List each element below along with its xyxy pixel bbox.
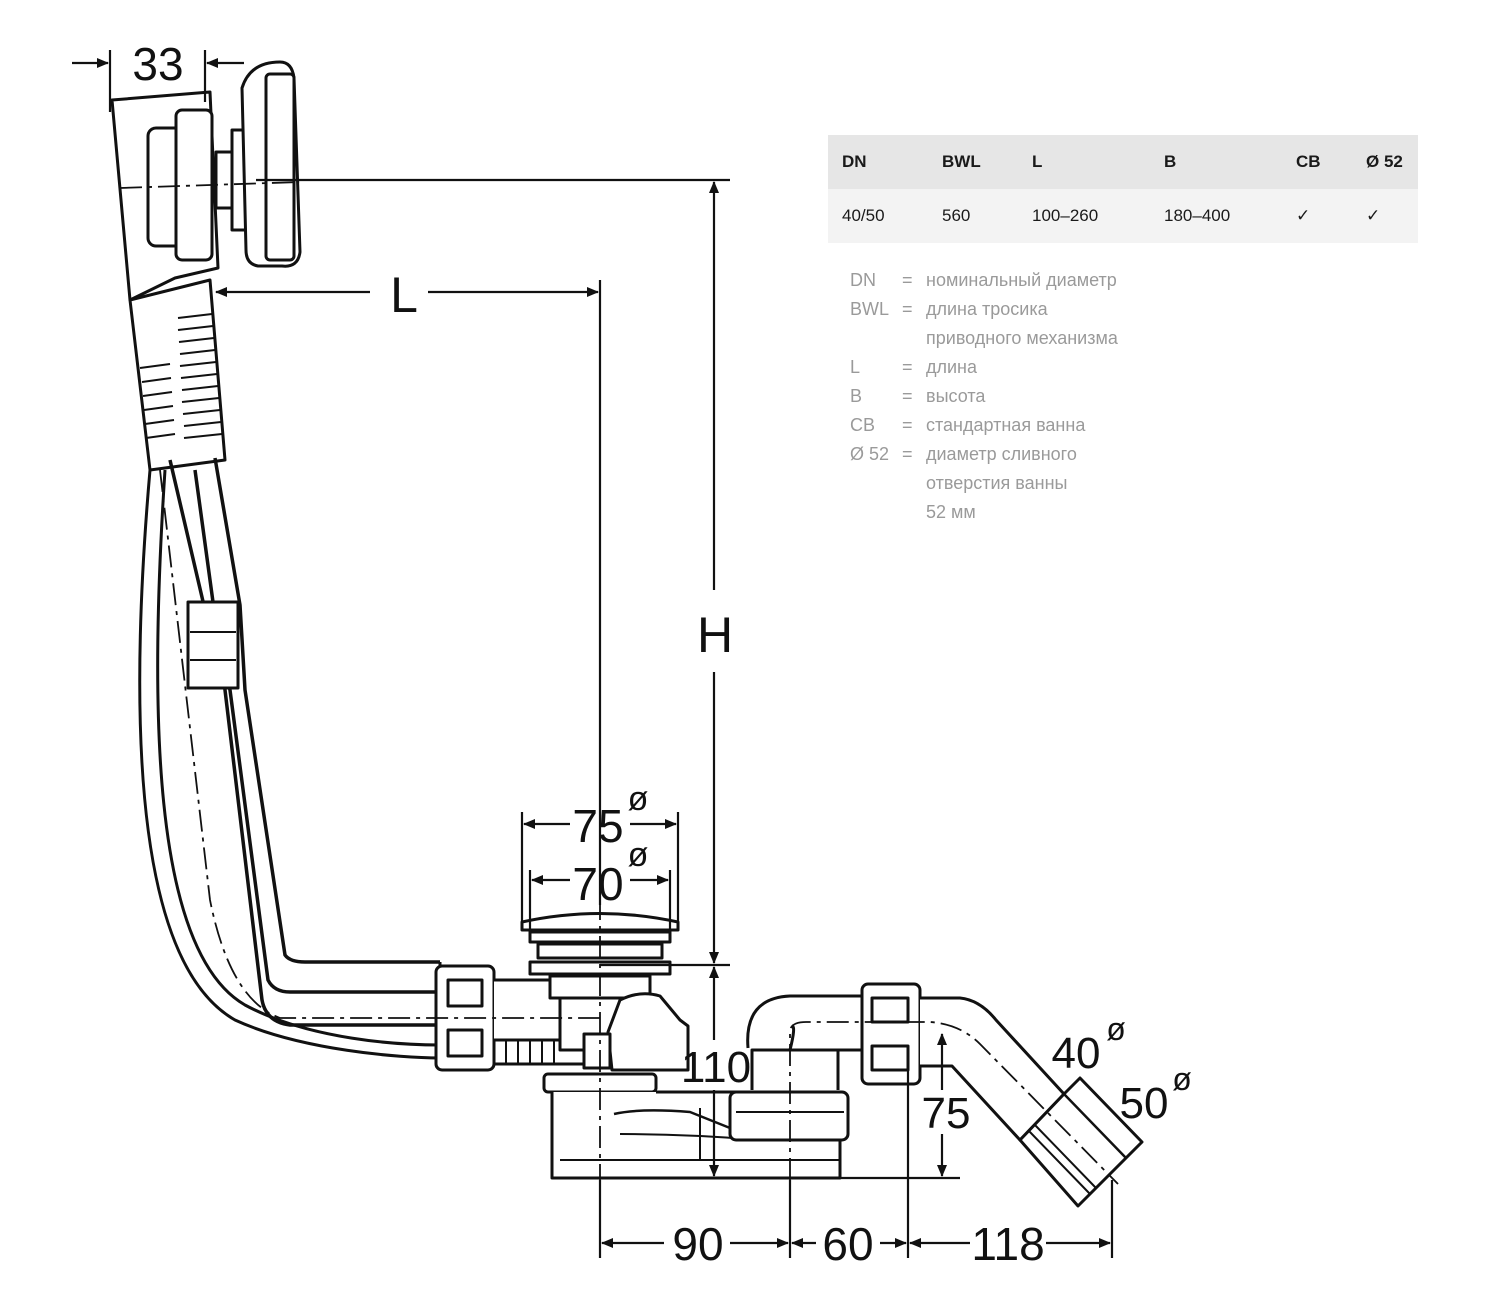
header-b: B: [1150, 135, 1282, 189]
legend-desc: стандартная ванна: [926, 411, 1186, 440]
header-cb: CB: [1282, 135, 1352, 189]
dim-L: L: [390, 267, 418, 323]
dimension-lines: [72, 50, 1114, 1258]
dim-90: 90: [672, 1218, 723, 1270]
legend-item: BWL = длина тросика приводного механизма: [850, 295, 1186, 353]
legend-eq: =: [902, 357, 913, 377]
legend-abbr: Ø 52: [850, 444, 890, 464]
dim-60: 60: [822, 1218, 873, 1270]
diameter-symbol-70: ø: [628, 836, 649, 874]
legend-desc: длина тросика приводного механизма: [926, 295, 1186, 353]
dim-40-diameter: 40: [1052, 1029, 1101, 1078]
diameter-symbol-75: ø: [628, 780, 649, 818]
header-l: L: [1018, 135, 1150, 189]
cell-d52: ✓: [1352, 189, 1418, 243]
legend-desc-line: диаметр сливного: [926, 444, 1077, 464]
legend-eq: =: [902, 444, 913, 464]
legend-eq: =: [902, 299, 913, 319]
dim-110: 110: [681, 1043, 751, 1092]
legend-abbr: DN: [850, 270, 876, 290]
legend-desc: диаметр сливного отверстия ванны 52 мм: [926, 440, 1186, 527]
outlet-elbow: [920, 996, 1144, 1208]
header-bwl: BWL: [928, 135, 1018, 189]
legend: DN = номинальный диаметр BWL = длина тро…: [850, 266, 1186, 527]
dim-75-height: 75: [922, 1089, 971, 1138]
spec-table: DN BWL L B CB Ø 52 40/50 560 100–260 180…: [828, 135, 1418, 243]
centerlines: [119, 181, 1119, 1185]
dim-70-diameter: 70: [572, 858, 623, 910]
corrugated-sleeve: [128, 278, 227, 472]
legend-desc-line: номинальный диаметр: [926, 270, 1117, 290]
legend-item: CB = стандартная ванна: [850, 411, 1186, 440]
legend-eq: =: [902, 270, 913, 290]
legend-desc: высота: [926, 382, 1186, 411]
dimension-labels: 33 L H 75 ø 70 ø 110 75 40 ø 50 ø 90 60 …: [132, 38, 1191, 1270]
legend-desc-line: 52 мм: [926, 502, 976, 522]
legend-item: DN = номинальный диаметр: [850, 266, 1186, 295]
dim-50-diameter: 50: [1120, 1079, 1169, 1128]
spec-table-header: DN BWL L B CB Ø 52: [828, 135, 1418, 189]
riser: [728, 982, 922, 1142]
diameter-symbol-50: ø: [1172, 1061, 1192, 1097]
union-nut-left: [434, 962, 496, 1072]
legend-desc: номинальный диаметр: [926, 266, 1186, 295]
cell-bwl: 560: [928, 189, 1018, 243]
cell-b: 180–400: [1150, 189, 1282, 243]
legend-desc-line: отверстия ванны: [926, 473, 1068, 493]
legend-eq: =: [902, 415, 913, 435]
legend-desc-line: приводного механизма: [926, 328, 1118, 348]
dim-118: 118: [971, 1218, 1044, 1270]
dim-H: H: [697, 607, 733, 663]
dim-75-diameter: 75: [572, 800, 623, 852]
legend-desc-line: длина тросика: [926, 299, 1048, 319]
legend-abbr: CB: [850, 415, 876, 435]
legend-abbr: B: [850, 386, 863, 406]
cell-cb: ✓: [1282, 189, 1352, 243]
header-d52: Ø 52: [1352, 135, 1418, 189]
overflow-head: [110, 60, 302, 302]
header-dn: DN: [828, 135, 928, 189]
diameter-symbol-40: ø: [1106, 1011, 1126, 1047]
legend-desc-line: длина: [926, 357, 978, 377]
legend-abbr: BWL: [850, 299, 890, 319]
legend-desc-line: стандартная ванна: [926, 415, 1086, 435]
cell-dn: 40/50: [828, 189, 928, 243]
dim-33: 33: [132, 38, 183, 90]
legend-abbr: L: [850, 357, 861, 377]
table-row: 40/50 560 100–260 180–400 ✓ ✓: [828, 189, 1418, 243]
legend-desc-line: высота: [926, 386, 986, 406]
drain-assembly: [110, 60, 1144, 1208]
cell-l: 100–260: [1018, 189, 1150, 243]
legend-desc: длина: [926, 353, 1186, 382]
legend-item: Ø 52 = диаметр сливного отверстия ванны …: [850, 440, 1186, 527]
legend-item: L = длина: [850, 353, 1186, 382]
legend-item: B = высота: [850, 382, 1186, 411]
legend-eq: =: [902, 386, 913, 406]
